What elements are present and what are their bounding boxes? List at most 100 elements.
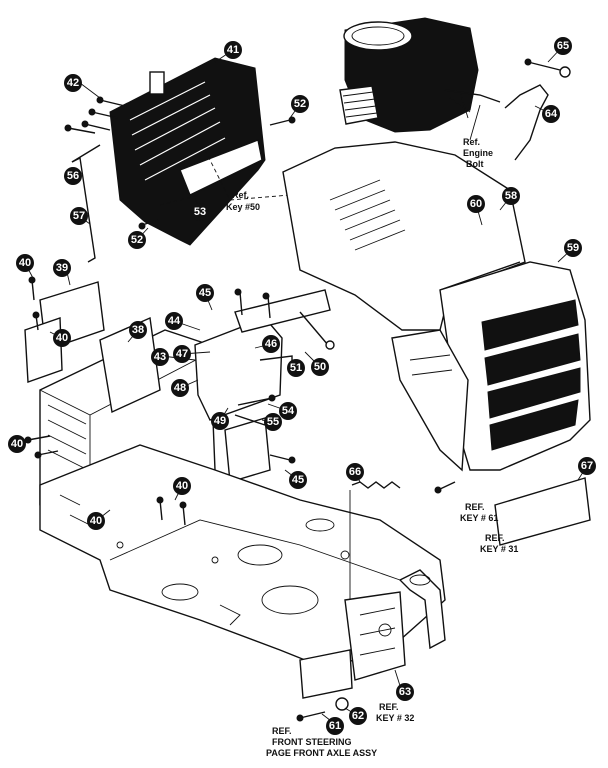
callout-48: 48 [171, 379, 189, 397]
svg-text:49: 49 [214, 415, 226, 427]
svg-text:66: 66 [349, 466, 361, 478]
svg-text:38: 38 [132, 324, 144, 336]
svg-text:63: 63 [399, 686, 411, 698]
callout-60: 60 [467, 195, 485, 213]
svg-text:REF.: REF. [379, 702, 399, 712]
dash-screws [64, 96, 296, 230]
callout-46: 46 [262, 335, 280, 353]
svg-text:65: 65 [557, 40, 569, 52]
svg-text:REF.: REF. [272, 726, 292, 736]
svg-text:57: 57 [73, 210, 85, 222]
lift-rod [71, 144, 101, 263]
svg-text:60: 60 [470, 198, 482, 210]
callout-51: 51 [287, 359, 305, 377]
svg-text:53: 53 [194, 206, 206, 218]
svg-text:52: 52 [131, 234, 143, 246]
callout-59: 59 [564, 239, 582, 257]
svg-text:Ref.: Ref. [232, 190, 249, 200]
callout-42: 42 [64, 74, 82, 92]
svg-text:40: 40 [19, 257, 31, 269]
svg-text:48: 48 [174, 382, 186, 394]
svg-text:40: 40 [176, 480, 188, 492]
svg-text:50: 50 [314, 361, 326, 373]
svg-text:40: 40 [11, 438, 23, 450]
callout-62: 62 [349, 707, 367, 725]
callout-54: 54 [279, 402, 297, 420]
svg-text:58: 58 [505, 190, 517, 202]
callout-47: 47 [173, 345, 191, 363]
callout-40-b: 40 [53, 329, 71, 347]
svg-text:41: 41 [227, 44, 239, 56]
callout-55: 55 [264, 413, 282, 431]
svg-text:45: 45 [292, 474, 304, 486]
callout-40-c: 40 [8, 435, 26, 453]
callout-66: 66 [346, 463, 364, 481]
svg-text:40: 40 [56, 332, 68, 344]
svg-text:KEY # 61: KEY # 61 [460, 513, 498, 523]
callout-49: 49 [211, 412, 229, 430]
svg-text:KEY # 31: KEY # 31 [480, 544, 518, 554]
callout-39: 39 [53, 259, 71, 277]
svg-text:39: 39 [56, 262, 68, 274]
svg-text:KEY # 32: KEY # 32 [376, 713, 414, 723]
pivot-brackets [194, 288, 335, 483]
callout-45-b: 45 [289, 471, 307, 489]
svg-text:Key #50: Key #50 [226, 202, 260, 212]
svg-text:54: 54 [282, 405, 295, 417]
svg-text:62: 62 [352, 710, 364, 722]
svg-text:56: 56 [67, 170, 79, 182]
callout-53: 53 [191, 203, 209, 221]
ref-key-31: REF. KEY # 31 [480, 533, 518, 554]
svg-text:61: 61 [329, 720, 341, 732]
svg-text:PAGE FRONT AXLE ASSY: PAGE FRONT AXLE ASSY [266, 748, 377, 758]
svg-text:59: 59 [567, 242, 579, 254]
callout-64: 64 [542, 105, 560, 123]
callout-52: 52 [291, 95, 309, 113]
ref-engine-bolt: Ref. Engine Bolt [463, 137, 493, 169]
dash-panel [109, 57, 266, 246]
callout-45: 45 [196, 284, 214, 302]
callout-40-d: 40 [173, 477, 191, 495]
svg-text:Ref.: Ref. [463, 137, 480, 147]
callout-38: 38 [129, 321, 147, 339]
svg-text:52: 52 [294, 98, 306, 110]
callout-58: 58 [502, 187, 520, 205]
svg-text:Bolt: Bolt [466, 159, 484, 169]
callout-40-e: 40 [87, 512, 105, 530]
callout-57: 57 [70, 207, 88, 225]
callout-63: 63 [396, 683, 414, 701]
callout-56: 56 [64, 167, 82, 185]
svg-text:44: 44 [168, 315, 181, 327]
svg-text:55: 55 [267, 416, 279, 428]
svg-text:REF.: REF. [465, 502, 485, 512]
svg-text:FRONT STEERING: FRONT STEERING [272, 737, 352, 747]
svg-text:51: 51 [290, 362, 302, 374]
svg-text:64: 64 [545, 108, 558, 120]
callout-65: 65 [554, 37, 572, 55]
svg-text:Engine: Engine [463, 148, 493, 158]
svg-text:45: 45 [199, 287, 211, 299]
callout-labels: 41 42 52 56 53 52 57 65 64 58 60 59 40 3… [8, 37, 596, 735]
callout-52-lower: 52 [128, 231, 146, 249]
svg-text:43: 43 [154, 351, 166, 363]
callout-41: 41 [224, 41, 242, 59]
callout-44: 44 [165, 312, 183, 330]
svg-text:46: 46 [265, 338, 277, 350]
svg-text:67: 67 [581, 460, 593, 472]
callout-40: 40 [16, 254, 34, 272]
callout-43: 43 [151, 348, 169, 366]
ref-key-50: Ref. Key #50 [226, 190, 260, 212]
svg-text:47: 47 [176, 348, 188, 360]
svg-text:42: 42 [67, 77, 79, 89]
ref-key-32: REF. KEY # 32 [376, 702, 414, 723]
ref-key-61: REF. KEY # 61 [460, 502, 498, 523]
callout-50: 50 [311, 358, 329, 376]
svg-text:REF.: REF. [485, 533, 505, 543]
svg-text:40: 40 [90, 515, 102, 527]
reference-notes: Ref. Key #50 Ref. Engine Bolt REF. KEY #… [226, 137, 518, 758]
grille [439, 261, 591, 471]
ref-front-steering: REF. FRONT STEERING PAGE FRONT AXLE ASSY [266, 726, 377, 758]
callout-61: 61 [326, 717, 344, 735]
